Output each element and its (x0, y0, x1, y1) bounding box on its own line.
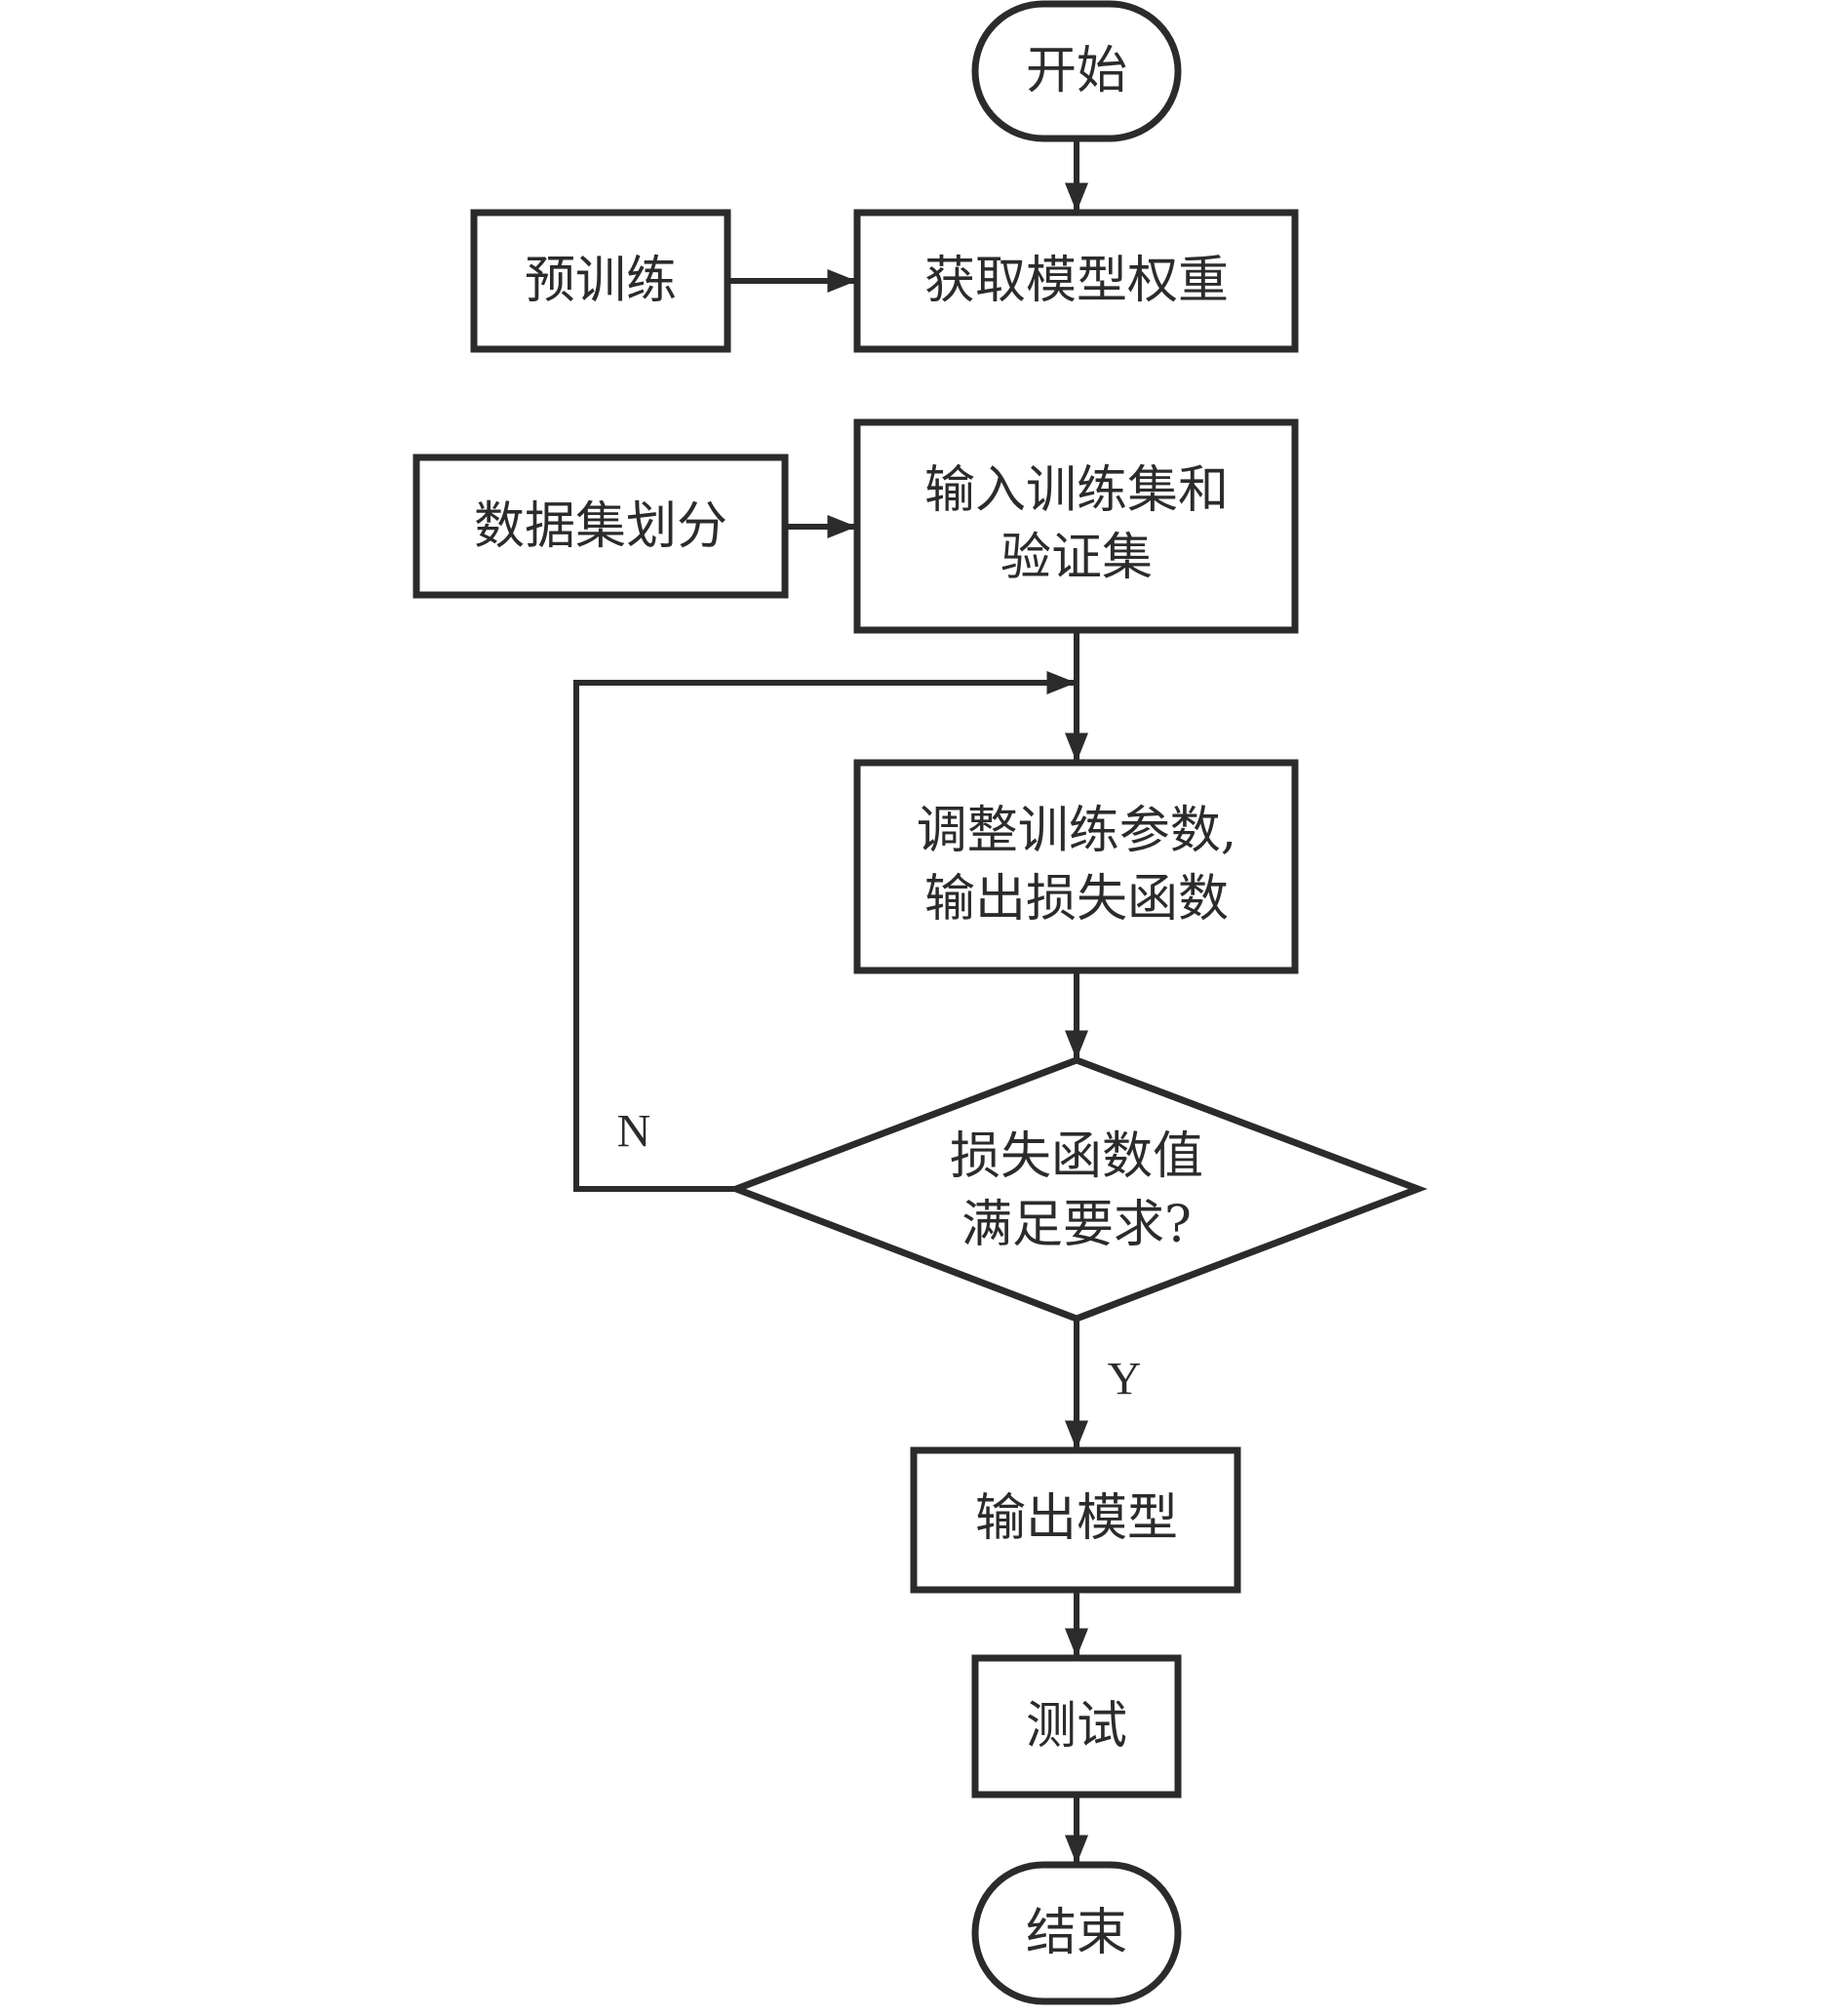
input-sets-label-line1: 输入训练集和 (924, 461, 1229, 520)
node-adjust-params: 调整训练参数, 输出损失函数 (853, 759, 1299, 974)
test-label: 测试 (1026, 1697, 1127, 1756)
data-split-box (412, 454, 789, 599)
adjust-params-label-line1: 调整训练参数, (917, 802, 1237, 860)
get-weights-label: 获取模型权重 (924, 252, 1229, 310)
pretrain-box (470, 209, 731, 353)
get-weights-box (853, 209, 1299, 353)
input-sets-box (853, 418, 1299, 634)
output-model-label: 输出模型 (975, 1489, 1178, 1548)
input-sets-label-line2: 验证集 (1000, 529, 1153, 587)
loss-check-label-line2: 满足要求? (961, 1196, 1192, 1254)
pretrain-label: 预训练 (525, 252, 677, 310)
node-test: 测试 (971, 1654, 1182, 1799)
node-get-weights: 获取模型权重 (853, 209, 1299, 353)
branch-label-yes: Y (1108, 1354, 1142, 1405)
edge-loss-check-no-loop (573, 671, 1077, 1192)
loss-check-diamond (726, 1056, 1428, 1323)
node-start: 开始 (971, 0, 1182, 142)
loss-check-label-line1: 损失函数值 (950, 1127, 1203, 1186)
adjust-params-box (853, 759, 1299, 974)
node-pretrain: 预训练 (470, 209, 731, 353)
node-output-model: 输出模型 (910, 1446, 1241, 1594)
output-model-box (910, 1446, 1241, 1594)
data-split-label: 数据集划分 (474, 497, 727, 556)
test-box (971, 1654, 1182, 1799)
end-terminal-shape (971, 1861, 1182, 2005)
node-end: 结束 (971, 1861, 1182, 2005)
edges (573, 138, 1088, 1865)
node-input-sets: 输入训练集和 验证集 (853, 418, 1299, 634)
start-label: 开始 (1026, 42, 1127, 100)
branch-label-no: N (617, 1106, 651, 1158)
adjust-params-label-line2: 输出损失函数 (924, 870, 1229, 929)
end-label: 结束 (1026, 1904, 1127, 1962)
start-terminal-shape (971, 0, 1182, 142)
node-data-split: 数据集划分 (412, 454, 789, 599)
node-loss-check: 损失函数值 满足要求? (726, 1056, 1428, 1323)
